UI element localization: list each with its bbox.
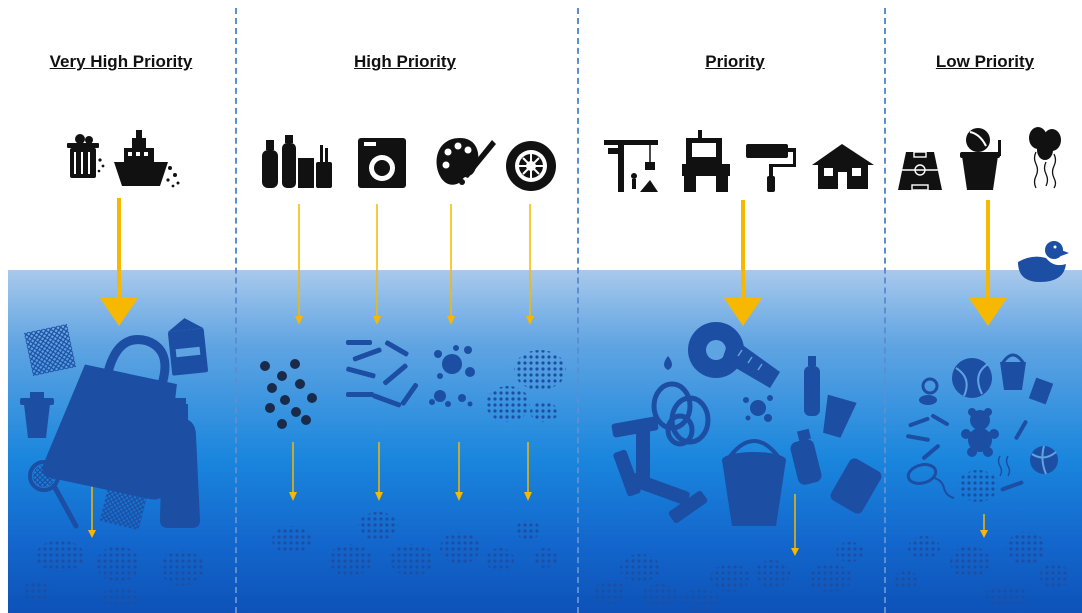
- toy-blocks-icon: [1028, 377, 1054, 405]
- bottles-icon: [262, 135, 332, 188]
- pacifier-icon: [919, 377, 939, 405]
- paint-roller-icon: [746, 144, 796, 192]
- arrow-priority-sink: [791, 494, 799, 556]
- arrow-priority-surface: [724, 200, 762, 326]
- spray-bottle-icon: [804, 356, 820, 416]
- microfibers-icon: [346, 340, 419, 408]
- cup-icon: [823, 394, 857, 438]
- tape-measure-icon: [688, 322, 780, 388]
- arrow-low-surface: [969, 200, 1007, 326]
- debris-very-high: [20, 318, 209, 608]
- arrow-high-washing-machine: [373, 204, 383, 501]
- tractor-icon: [682, 130, 730, 192]
- beach-ball-icon: [1030, 445, 1058, 475]
- ribbon-icon: [997, 455, 1011, 477]
- plastic-fragments-icon: [958, 470, 998, 502]
- sand-bucket-icon: [960, 128, 1001, 190]
- net-fragment-icon: [99, 481, 149, 531]
- teddy-bear-icon: [961, 408, 999, 457]
- debris-low: [894, 353, 1068, 606]
- tennis-ball-icon: [952, 358, 992, 398]
- paint-splatter-icon: [429, 345, 475, 407]
- toy-bucket-icon: [1000, 353, 1026, 390]
- sports-field-icon: [898, 151, 942, 191]
- tire-icon: [506, 141, 556, 191]
- debris-priority: [594, 322, 882, 610]
- heading-low-priority: Low Priority: [935, 52, 1035, 71]
- sediment-particles: [894, 532, 1068, 606]
- sediment-particles: [594, 542, 864, 610]
- balloons-icon: [1029, 127, 1061, 189]
- heading-very-high-priority: Very High Priority: [49, 52, 193, 71]
- arrow-high-bottles: [289, 204, 303, 501]
- fishing-net-icon: [23, 323, 77, 377]
- arrow-low-sink: [980, 514, 988, 538]
- house-icon: [812, 144, 874, 189]
- debris-high: [260, 340, 566, 576]
- arrow-very-high-sink: [88, 478, 96, 538]
- plastic-bottle-icon: [160, 398, 200, 528]
- rope-coil-icon: [651, 381, 711, 447]
- trash-can-icon: [67, 134, 105, 178]
- microfibers-icon: [906, 414, 1028, 492]
- column-divider: [235, 8, 237, 613]
- paint-palette-icon: [436, 138, 496, 185]
- column-divider: [577, 8, 579, 613]
- cup-icon: [20, 392, 54, 438]
- sponge-icon: [830, 458, 882, 514]
- scoop-net-icon: [28, 460, 79, 529]
- deflated-balloon-icon: [906, 463, 955, 499]
- arrow-high-tire: [524, 204, 534, 501]
- arrow-very-high-surface: [100, 198, 138, 326]
- column-divider: [884, 8, 886, 613]
- tire-particles-icon: [486, 350, 566, 422]
- washing-machine-icon: [358, 138, 406, 188]
- milk-carton-icon: [167, 318, 209, 376]
- water-drop-icon: [664, 356, 672, 370]
- bucket-icon: [722, 439, 786, 526]
- construction-crane-icon: [604, 140, 658, 192]
- rubber-duck-icon: [1018, 241, 1069, 282]
- microbeads-icon: [260, 359, 317, 429]
- pipe-icon: [611, 416, 708, 524]
- sediment-particles: [272, 512, 557, 576]
- heading-high-priority: High Priority: [353, 52, 456, 71]
- heading-priority: Priority: [705, 52, 765, 71]
- ship-icon: [114, 130, 180, 188]
- arrow-high-palette: [447, 204, 463, 501]
- sediment-particles: [22, 540, 204, 608]
- detergent-bottle-icon: [790, 428, 822, 485]
- shopping-bag-icon: [42, 335, 177, 500]
- paint-splatter-icon: [743, 395, 773, 422]
